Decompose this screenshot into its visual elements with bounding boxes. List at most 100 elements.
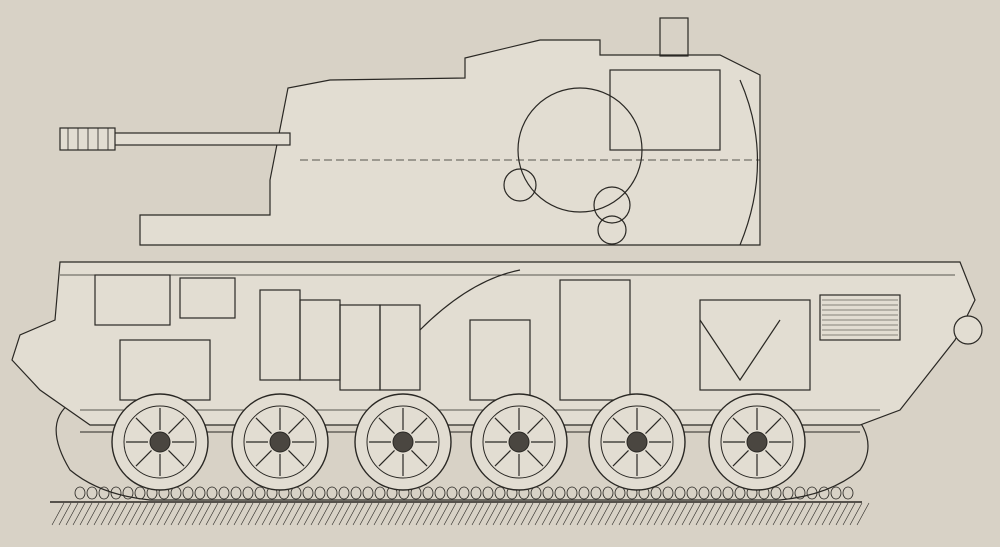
ground-hatch bbox=[681, 502, 695, 526]
wheel-spoke bbox=[612, 450, 629, 467]
ground-hatch bbox=[380, 502, 394, 526]
ground-hatch bbox=[604, 502, 618, 526]
track-link bbox=[818, 486, 830, 500]
ground-hatch bbox=[737, 502, 751, 526]
ground-hatch bbox=[702, 502, 716, 526]
ground-hatch bbox=[422, 502, 436, 526]
ground-hatch bbox=[716, 502, 730, 526]
engine-v-block bbox=[699, 319, 781, 382]
ground-hatch bbox=[450, 502, 464, 526]
interior-components bbox=[94, 269, 901, 401]
ground-hatch bbox=[541, 502, 555, 526]
ground-hatch bbox=[149, 502, 163, 526]
track-link bbox=[566, 486, 578, 500]
ground-hatch bbox=[597, 502, 611, 526]
ground-hatch bbox=[170, 502, 184, 526]
track-link bbox=[614, 486, 626, 500]
track-link bbox=[218, 486, 230, 500]
track-link bbox=[206, 486, 218, 500]
wheel-rim bbox=[482, 405, 556, 479]
ground-hatch bbox=[779, 502, 793, 526]
ground-line bbox=[50, 501, 870, 526]
wheel-spoke bbox=[494, 417, 511, 434]
ground-hatch bbox=[79, 502, 93, 526]
ground-hatch bbox=[639, 502, 653, 526]
ground-hatch bbox=[93, 502, 107, 526]
ground-hatch bbox=[695, 502, 709, 526]
ground-hatch bbox=[352, 502, 366, 526]
ground-hatch bbox=[800, 502, 814, 526]
ground-hatch bbox=[471, 502, 485, 526]
ground-hatch bbox=[51, 502, 65, 526]
ground-hatch bbox=[58, 502, 72, 526]
ground-hatch bbox=[625, 502, 639, 526]
wheel-spoke bbox=[765, 450, 782, 467]
ground-hatch bbox=[289, 502, 303, 526]
wheel-spoke bbox=[494, 450, 511, 467]
ground-hatch bbox=[107, 502, 121, 526]
wheel-rim bbox=[243, 405, 317, 479]
ground-hatch bbox=[240, 502, 254, 526]
ground-hatch bbox=[506, 502, 520, 526]
ground-hatch bbox=[786, 502, 800, 526]
ground-hatch bbox=[660, 502, 674, 526]
periscope bbox=[659, 17, 689, 57]
ground-hatch bbox=[856, 502, 870, 526]
ground-hatch bbox=[772, 502, 786, 526]
ground-hatch bbox=[842, 502, 856, 526]
ground-hatch bbox=[219, 502, 233, 526]
ground-hatch bbox=[744, 502, 758, 526]
ground-hatch bbox=[198, 502, 212, 526]
track-link bbox=[590, 486, 602, 500]
wheel-spoke bbox=[378, 417, 395, 434]
ground-hatch bbox=[492, 502, 506, 526]
wheel-hub bbox=[149, 431, 171, 453]
ground-hatch bbox=[646, 502, 660, 526]
wheel-hub bbox=[746, 431, 768, 453]
ground-hatch bbox=[191, 502, 205, 526]
ammo-chute bbox=[419, 269, 521, 331]
ground-hatch bbox=[177, 502, 191, 526]
ground-hatch bbox=[359, 502, 373, 526]
wheel-spoke bbox=[527, 417, 544, 434]
ground-hatch bbox=[583, 502, 597, 526]
wheel-hub bbox=[626, 431, 648, 453]
wheel-spoke bbox=[135, 450, 152, 467]
wheel-spoke bbox=[411, 450, 428, 467]
wheel-spoke bbox=[732, 417, 749, 434]
breech-mechanism bbox=[503, 168, 537, 202]
ground-hatch bbox=[793, 502, 807, 526]
track-link bbox=[326, 486, 338, 500]
track-link bbox=[458, 486, 470, 500]
ground-hatch bbox=[758, 502, 772, 526]
track-link bbox=[782, 486, 794, 500]
ground-hatch bbox=[555, 502, 569, 526]
wheel-rim bbox=[720, 405, 794, 479]
ground-hatch bbox=[709, 502, 723, 526]
ground-hatch bbox=[415, 502, 429, 526]
ground-hatch bbox=[751, 502, 765, 526]
wheel-spoke bbox=[255, 450, 272, 467]
wheel-rim bbox=[600, 405, 674, 479]
wheel-spoke bbox=[645, 417, 662, 434]
mantlet-curve bbox=[739, 79, 759, 246]
wheel-spoke bbox=[288, 417, 305, 434]
idler-hub bbox=[953, 315, 983, 345]
track-link bbox=[254, 486, 266, 500]
ground-hatch bbox=[499, 502, 513, 526]
track-link bbox=[422, 486, 434, 500]
wheel-spoke bbox=[255, 417, 272, 434]
ground-hatch bbox=[849, 502, 863, 526]
interior-component bbox=[699, 299, 811, 391]
ground-hatch bbox=[443, 502, 457, 526]
drum-2 bbox=[597, 215, 627, 245]
ground-hatch bbox=[618, 502, 632, 526]
track-link bbox=[182, 486, 194, 500]
track-link bbox=[122, 486, 134, 500]
ground-hatch bbox=[303, 502, 317, 526]
ground-hatch bbox=[562, 502, 576, 526]
ground-hatch bbox=[394, 502, 408, 526]
wheel-hub bbox=[508, 431, 530, 453]
track-link bbox=[842, 486, 854, 500]
